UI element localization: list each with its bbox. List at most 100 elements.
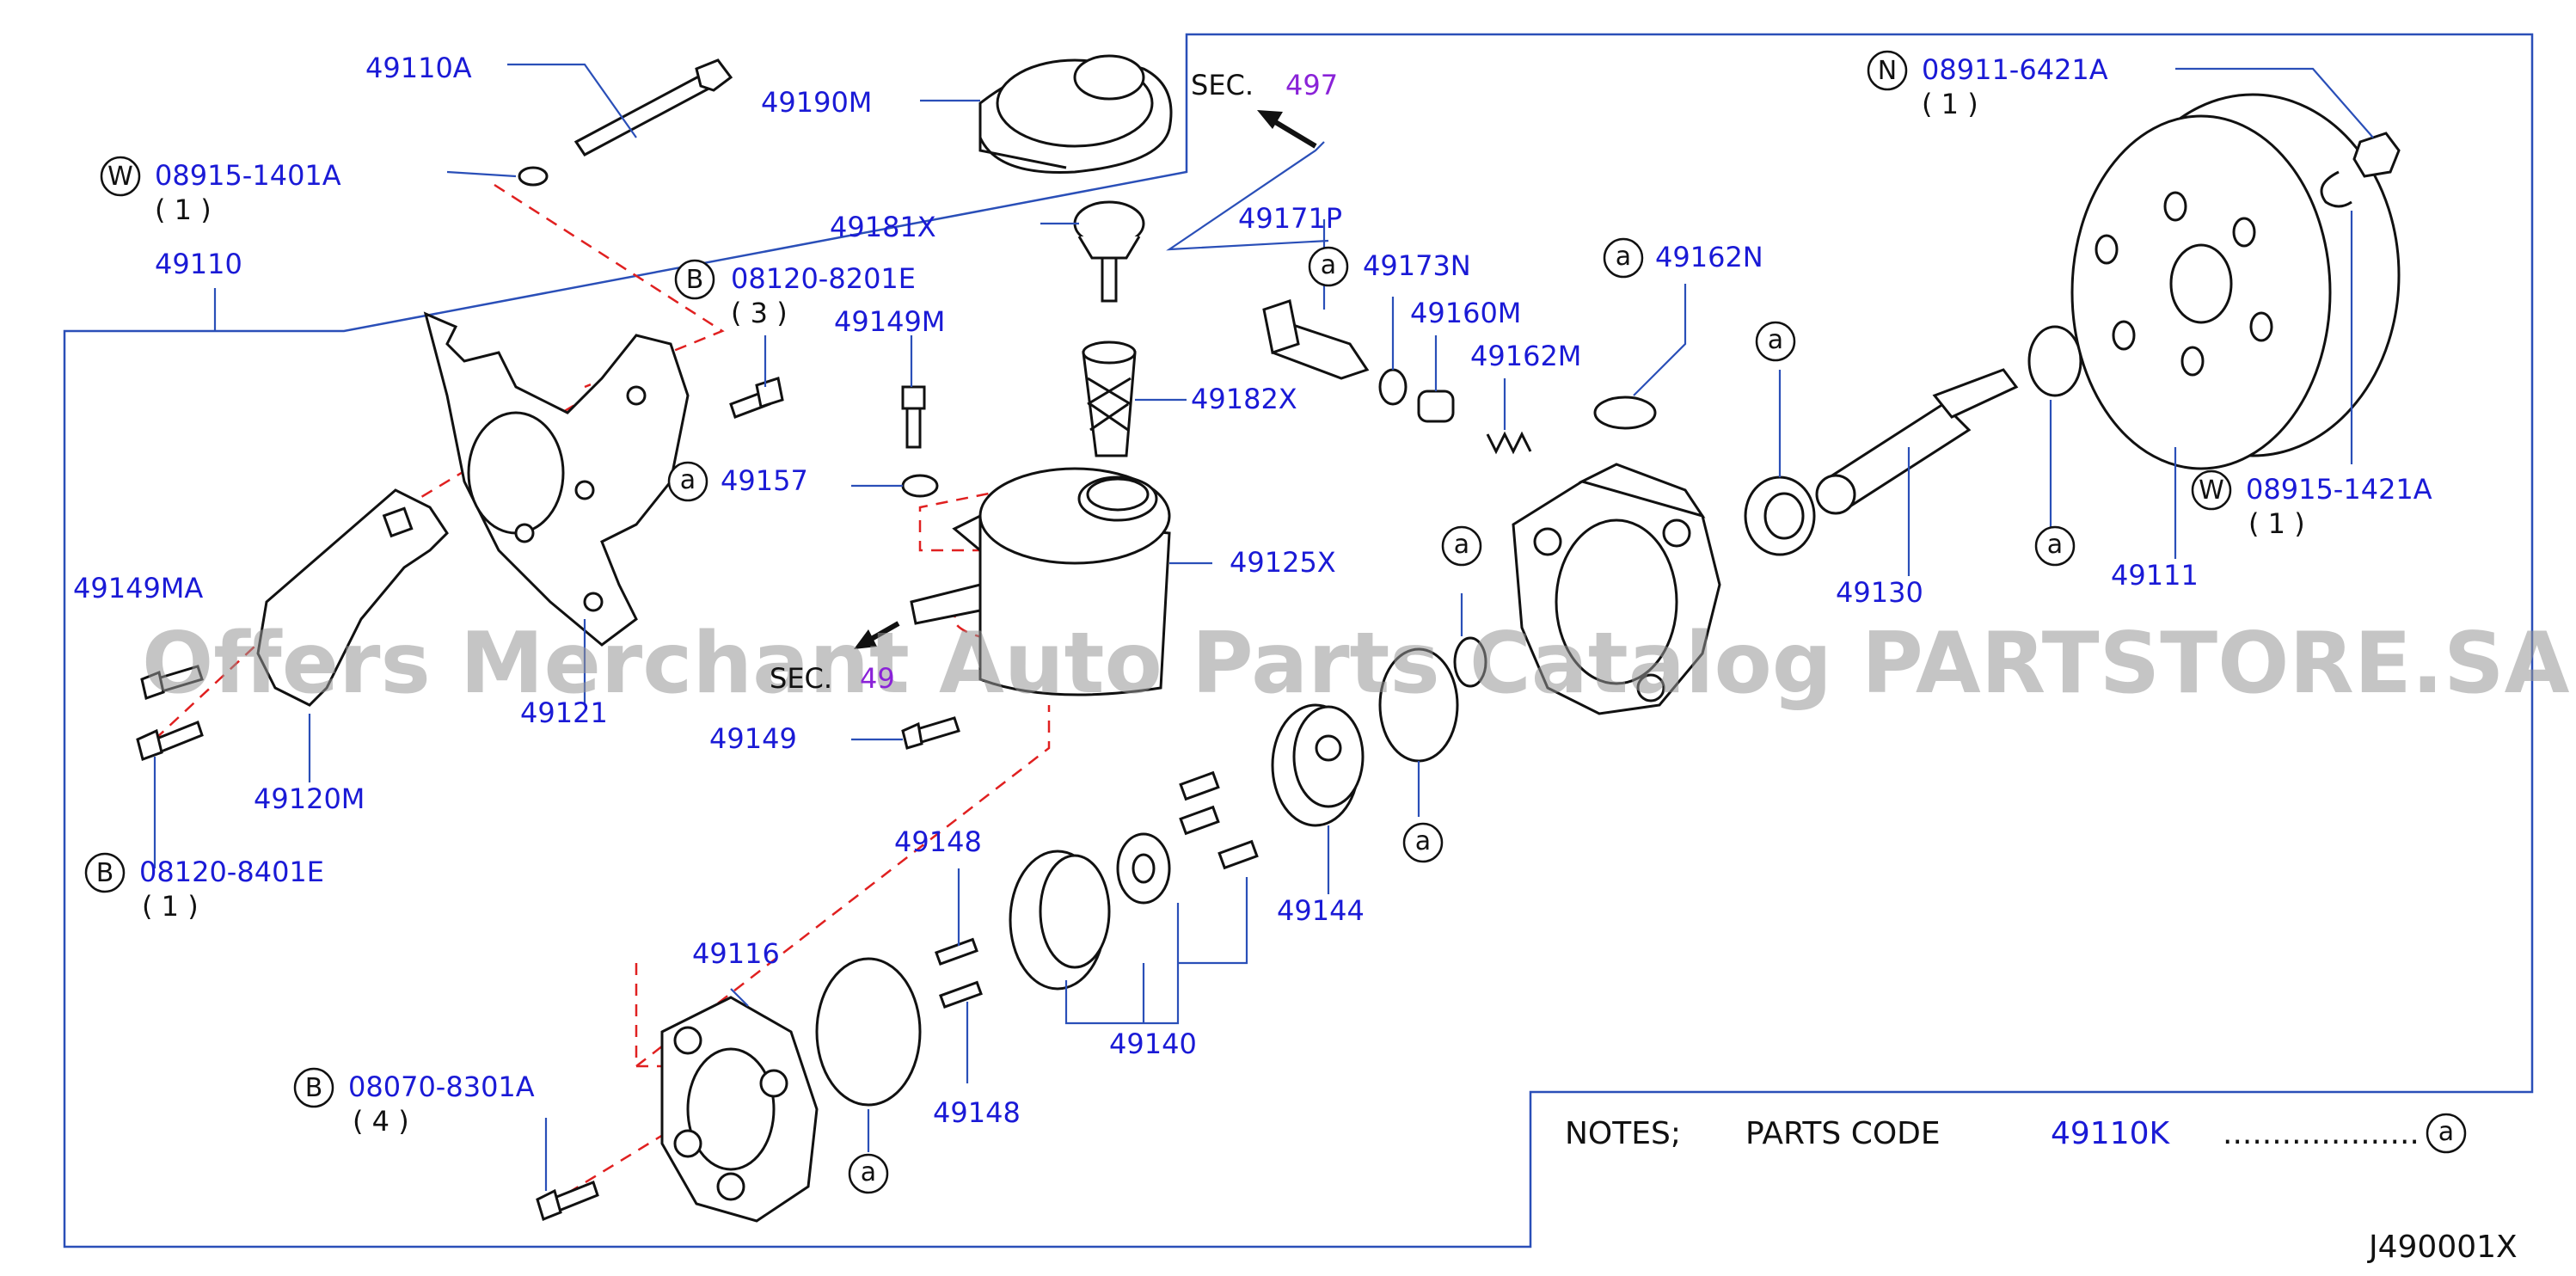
bolt-49149MA: [140, 665, 204, 700]
bolt-08120-8201E: [729, 377, 784, 419]
gasket-small: [1453, 636, 1487, 688]
watermark: Offers Merchant Auto Parts Catalog PARTS…: [142, 615, 2570, 713]
parts-code-label: PARTS CODE: [1745, 1116, 1941, 1151]
label-49116[interactable]: 49116: [692, 937, 780, 970]
label-49111[interactable]: 49111: [2111, 559, 2199, 592]
label-49149[interactable]: 49149: [709, 722, 797, 755]
pump-body: [1512, 463, 1721, 715]
notes-dots: ....................: [2223, 1116, 2420, 1151]
label-08915-1421A[interactable]: 08915-1421A: [2246, 473, 2432, 506]
sec-arrow-top: [1257, 110, 1317, 149]
rear-gasket: [815, 957, 922, 1107]
ref-a-circle-oil-seal: [1755, 321, 1796, 362]
sec-number-left[interactable]: 49: [860, 662, 895, 695]
sec-label-left[interactable]: SEC.: [770, 662, 832, 695]
dowel-pins: [935, 937, 983, 1009]
prefix-W-1: W: [107, 162, 133, 192]
cam-ring: [1009, 850, 1111, 991]
sec-number-top[interactable]: 497: [1285, 69, 1338, 101]
ref-a-rear-gasket: a: [861, 1157, 876, 1187]
part-labels: 49110A 49190M W 08915-1401A ( 1 ) 49110 …: [73, 50, 2432, 1194]
parts-code-value[interactable]: 49110K: [2051, 1116, 2171, 1151]
qty-08120-8201E: ( 3 ): [731, 297, 788, 329]
label-08911-6421A[interactable]: 08911-6421A: [1922, 53, 2108, 86]
ref-a-oil-seal: a: [1768, 325, 1783, 355]
diagram-code: J490001X: [2367, 1230, 2518, 1265]
long-bolt: [573, 58, 733, 156]
washer-08915-1421A: [2320, 170, 2352, 208]
rotor: [1116, 832, 1171, 905]
reservoir-cap-cover: [978, 54, 1173, 174]
label-49173N[interactable]: 49173N: [1363, 249, 1471, 282]
lower-bracket: [256, 488, 449, 707]
prefix-N-1: N: [1878, 56, 1897, 86]
label-49171P[interactable]: 49171P: [1238, 202, 1342, 235]
ref-a-49157: a: [680, 465, 696, 495]
label-49148-top[interactable]: 49148: [894, 825, 982, 858]
pulley: [2070, 93, 2401, 470]
sec-arrow-left: [854, 621, 900, 649]
strainer: [1082, 340, 1137, 457]
nut-08911-6421A: [2352, 132, 2401, 178]
ref-a-circle-gasket-small: [1441, 525, 1482, 567]
bolt-prefix-circle-1: [674, 259, 715, 300]
flow-valve: [1417, 390, 1455, 423]
label-08120-8401E[interactable]: 08120-8401E: [139, 856, 324, 888]
prefix-B-3: B: [305, 1073, 323, 1103]
bolt-49149: [901, 716, 960, 750]
washer-49157: [901, 474, 939, 498]
label-08120-8201E[interactable]: 08120-8201E: [731, 262, 916, 295]
label-49140[interactable]: 49140: [1109, 1028, 1197, 1060]
reservoir-cap: [1073, 200, 1145, 303]
bolt-49149M: [901, 385, 926, 449]
ref-a-circle-49162N: [1603, 237, 1644, 279]
label-49110[interactable]: 49110: [155, 248, 242, 280]
bolt-08120-8401E: [136, 721, 204, 761]
ref-a-circle-49173N: [1308, 246, 1349, 287]
notes-ref-circle: [2426, 1113, 2467, 1154]
prefix-W-2: W: [2199, 475, 2224, 506]
qty-08911-6421A: ( 1 ): [1922, 88, 1978, 120]
label-49160M[interactable]: 49160M: [1410, 297, 1521, 329]
label-49110A[interactable]: 49110A: [365, 52, 472, 84]
ref-a-gasket-small: a: [1454, 530, 1469, 560]
ref-a-gasket-left: a: [1415, 826, 1431, 856]
sec-label-top[interactable]: SEC.: [1191, 69, 1254, 101]
ref-a-circle-gasket-left: [1402, 822, 1444, 863]
label-49181X[interactable]: 49181X: [830, 211, 936, 243]
qty-08915-1401A: ( 1 ): [155, 193, 212, 226]
label-49148-bottom[interactable]: 49148: [933, 1096, 1021, 1129]
label-49149MA[interactable]: 49149MA: [73, 572, 203, 604]
label-49162N[interactable]: 49162N: [1655, 241, 1763, 273]
reservoir-tank: [910, 467, 1171, 696]
washer-prefix-circle: [100, 156, 141, 197]
label-49121[interactable]: 49121: [520, 696, 608, 729]
rear-housing: [660, 996, 819, 1223]
notes-ref-letter: a: [2438, 1117, 2454, 1147]
label-49182X[interactable]: 49182X: [1191, 383, 1297, 415]
label-08070-8301A[interactable]: 08070-8301A: [348, 1070, 535, 1103]
notes-label: NOTES;: [1565, 1116, 1681, 1151]
label-49144[interactable]: 49144: [1277, 894, 1365, 927]
pressure-plate: [1271, 703, 1365, 827]
label-49120M[interactable]: 49120M: [254, 782, 365, 815]
label-49190M[interactable]: 49190M: [761, 86, 872, 119]
label-49162M[interactable]: 49162M: [1470, 340, 1581, 372]
vanes: [1179, 770, 1259, 870]
label-49125X[interactable]: 49125X: [1230, 546, 1336, 579]
label-49130[interactable]: 49130: [1836, 576, 1923, 609]
ref-a-circle-rear-gasket: [848, 1153, 889, 1194]
qty-08915-1421A: ( 1 ): [2248, 507, 2305, 540]
label-49157[interactable]: 49157: [721, 464, 808, 497]
bolt-08070-8301A: [536, 1181, 599, 1221]
plug-49162N: [1593, 396, 1657, 430]
union-fitting: [1262, 299, 1370, 380]
qty-08070-8301A: ( 4 ): [353, 1105, 409, 1138]
oil-seal: [1744, 475, 1816, 556]
prefix-B-1: B: [686, 265, 704, 295]
ref-a-49173N: a: [1321, 250, 1336, 280]
label-08915-1401A[interactable]: 08915-1401A: [155, 159, 341, 192]
label-49149M[interactable]: 49149M: [834, 305, 945, 338]
ref-a-circle-snap-ring: [2034, 525, 2076, 567]
